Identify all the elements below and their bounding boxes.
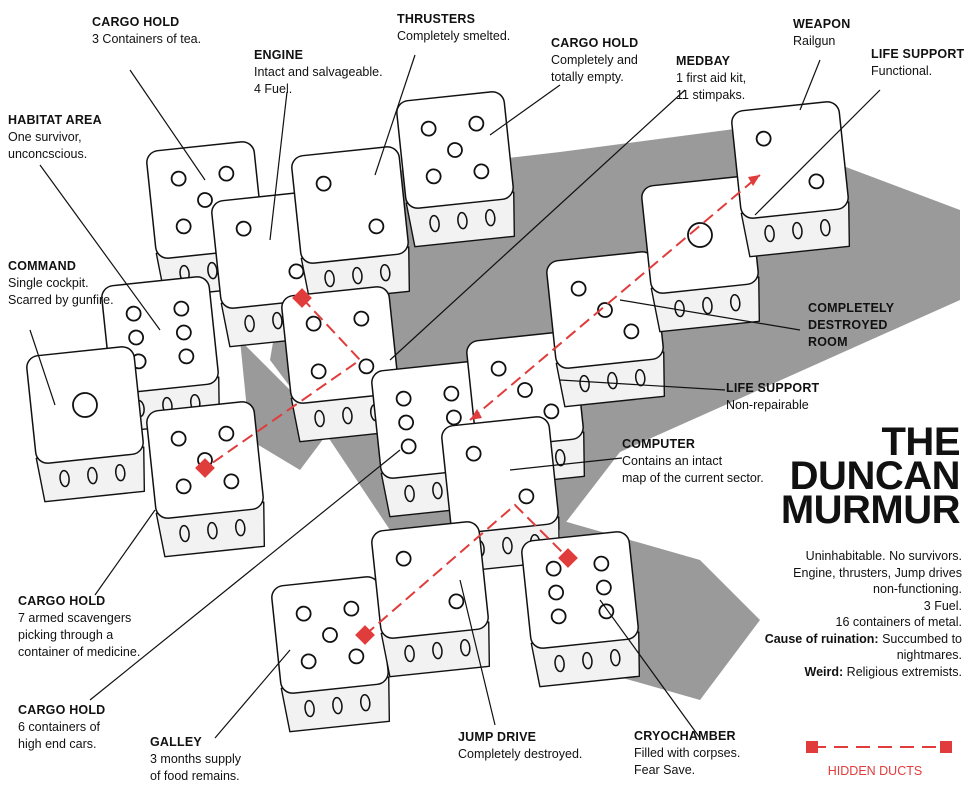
ship-summary: Uninhabitable. No survivors. Engine, thr… xyxy=(702,548,962,680)
legend-label: HIDDEN DUCTS xyxy=(828,764,922,778)
die-thrusters xyxy=(291,146,414,302)
label-cargo-hold-cars: CARGO HOLD6 containers of high end cars. xyxy=(18,702,105,753)
label-cargo-hold-tea: CARGO HOLD3 Containers of tea. xyxy=(92,14,201,48)
die-command-top xyxy=(26,346,145,465)
die-weapon xyxy=(731,101,854,257)
legend-hidden-ducts: HIDDEN DUCTS xyxy=(800,764,950,778)
die-destroyed-top xyxy=(546,251,665,370)
leader-line-14 xyxy=(215,650,290,738)
die-command xyxy=(26,346,149,502)
die-cryo xyxy=(521,531,644,687)
die-computer-top xyxy=(441,416,560,535)
leader-line-12 xyxy=(95,510,155,595)
die-galley xyxy=(271,576,394,732)
die-cargo-empty xyxy=(396,91,519,247)
die-cargo-empty-top xyxy=(396,91,515,210)
label-cargo-hold-scavengers: CARGO HOLD7 armed scavengers picking thr… xyxy=(18,593,140,661)
die-cargo-scavengers xyxy=(146,401,269,557)
label-cryochamber: CRYOCHAMBERFilled with corpses. Fear Sav… xyxy=(634,728,740,779)
die-jump-drive xyxy=(371,521,494,677)
label-medbay: MEDBAY1 first aid kit, 11 stimpaks. xyxy=(676,53,746,104)
die-cryo-top xyxy=(521,531,640,650)
legend-end-left xyxy=(806,741,818,753)
ship-title: THE DUNCAN MURMUR xyxy=(781,425,960,527)
die-weapon-top xyxy=(731,101,850,220)
die-jump-drive-top xyxy=(371,521,490,640)
label-life-support-functional: LIFE SUPPORTFunctional. xyxy=(871,46,964,80)
legend-end-right xyxy=(940,741,952,753)
label-cargo-hold-empty: CARGO HOLDCompletely and totally empty. xyxy=(551,35,638,86)
label-destroyed-room: COMPLETELY DESTROYED ROOM xyxy=(808,300,894,351)
die-thrusters-top xyxy=(291,146,410,265)
